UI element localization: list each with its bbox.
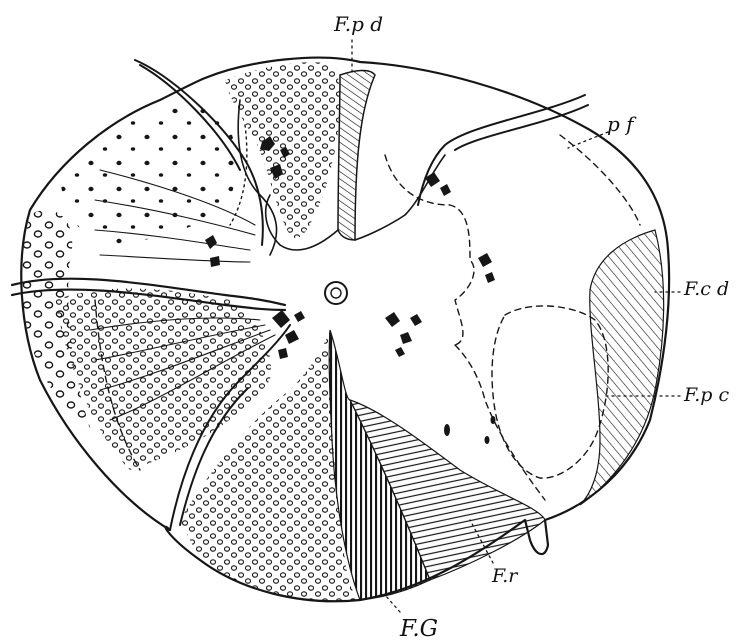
boundary-right-lateral — [560, 135, 640, 225]
label-fr: F.r — [491, 565, 519, 587]
posterior-root-right-b — [455, 105, 588, 150]
label-pf: p f — [607, 112, 637, 136]
cell-cluster-right-lateral — [478, 253, 495, 283]
label-fpc: F.p c — [683, 384, 729, 406]
central-canal — [325, 282, 347, 304]
cell-cluster-left-mid — [205, 235, 220, 267]
label-fcd: F.c d — [683, 278, 729, 300]
cell-dots-right-anterior — [444, 416, 496, 444]
central-canal-inner — [331, 288, 341, 298]
tract-fpd — [338, 70, 375, 240]
cell-cluster-right-dorsal — [425, 172, 451, 196]
cell-cluster-center-right — [385, 312, 422, 357]
label-fg: F.G — [399, 616, 438, 642]
cell-cluster-center-left — [272, 310, 305, 359]
region-left-posterior — [60, 108, 236, 246]
tract-fpc — [492, 306, 608, 478]
tract-fcd — [580, 230, 664, 505]
posterior-horn-right — [355, 155, 445, 240]
label-fpd: F.p d — [333, 12, 383, 36]
